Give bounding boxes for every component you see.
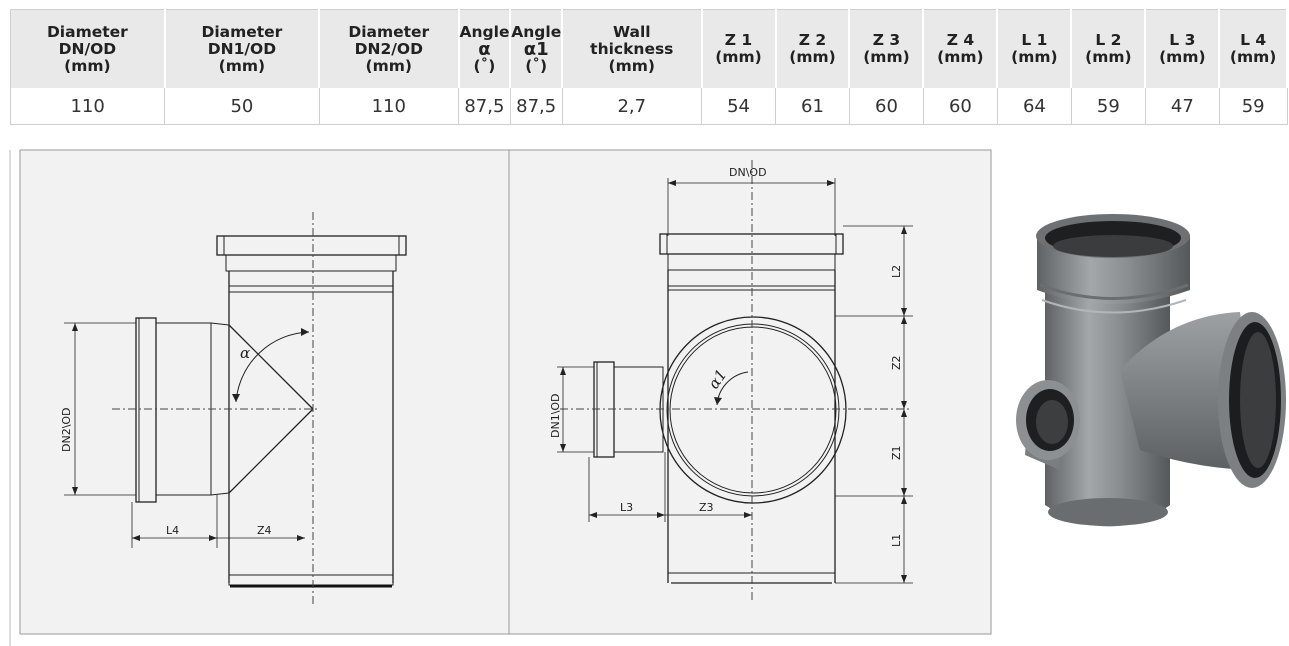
header-text: α1 [523,38,549,60]
header-text: L 3 [1169,31,1196,49]
header-text: Z 2 [798,31,827,49]
header-text: (mm) [365,56,413,75]
header-text: Angle [459,22,510,41]
value-cell: 110 [318,88,460,125]
left-drawing-panel [19,149,510,635]
header-text: L 4 [1240,31,1267,49]
column-header: Z 4(mm) [923,9,999,88]
header-text: (˚) [525,56,548,75]
front-view-drawing: α1 DN\OD DN1\OD L3 Z3 [549,160,913,600]
header-text: (mm) [64,56,111,75]
column-header: Z 1(mm) [701,9,777,88]
header-text: Diameter [201,22,283,41]
alpha-label: α [240,344,250,362]
value-cell: 64 [996,88,1072,125]
value-cell: 110 [9,88,166,125]
header-text: DN2/OD [354,39,423,58]
header-text: (mm) [937,48,984,66]
l4-label: L4 [166,524,179,537]
l3-label: L3 [620,501,633,514]
dn2-od-label: DN2\OD [60,407,73,452]
column-header: Z 2(mm) [775,9,851,88]
header-text: DN/OD [58,39,117,58]
header-text: L 1 [1021,31,1048,49]
right-drawing-panel [508,149,992,635]
value-cell: 59 [1218,88,1288,125]
header-text: Angle [511,22,562,41]
header-text: Z 3 [872,31,901,49]
header-text: (mm) [789,48,836,66]
header-text: Diameter [348,22,430,41]
dn1-od-label: DN1\OD [549,393,562,438]
header-text: DN1/OD [207,39,277,58]
header-text: (˚) [473,56,496,75]
l1-label: L1 [890,534,903,547]
z4-label: Z4 [257,524,272,537]
z1-label: Z1 [890,445,903,460]
header-text: (mm) [1085,48,1132,66]
header-text: (mm) [863,48,910,66]
header-text: thickness [590,39,674,58]
l2-label: L2 [890,265,903,278]
dn-od-label: DN\OD [729,166,767,179]
header-text: Diameter [46,22,128,41]
value-cell: 60 [922,88,998,125]
side-view-drawing: α DN2\OD L4 Z4 [60,212,407,606]
z2-label: Z2 [890,355,903,370]
column-header: Z 3(mm) [849,9,925,88]
value-cell: 59 [1070,88,1146,125]
column-header: L 3(mm) [1145,9,1221,88]
z3-label: Z3 [699,501,714,514]
header-text: Z 4 [946,31,975,49]
header-text: Wall [612,22,651,41]
value-cell: 87,5 [458,88,511,125]
column-header: L 1(mm) [997,9,1073,88]
header-text: (mm) [715,48,762,66]
value-cell: 2,7 [561,88,703,125]
value-cell: 50 [164,88,320,125]
header-text: α [478,38,491,60]
header-text: Z 1 [724,31,753,49]
column-header: L 4(mm) [1219,9,1288,88]
header-text: (mm) [608,56,656,75]
value-cell: 47 [1144,88,1220,125]
header-text: L 2 [1095,31,1122,49]
column-header: L 2(mm) [1071,9,1147,88]
header-text: (mm) [218,56,266,75]
product-photo [1016,214,1286,527]
header-text: (mm) [1159,48,1206,66]
value-cell: 54 [701,88,776,125]
header-text: (mm) [1229,48,1277,66]
header-text: (mm) [1011,48,1058,66]
value-cell: 87,5 [509,88,563,125]
